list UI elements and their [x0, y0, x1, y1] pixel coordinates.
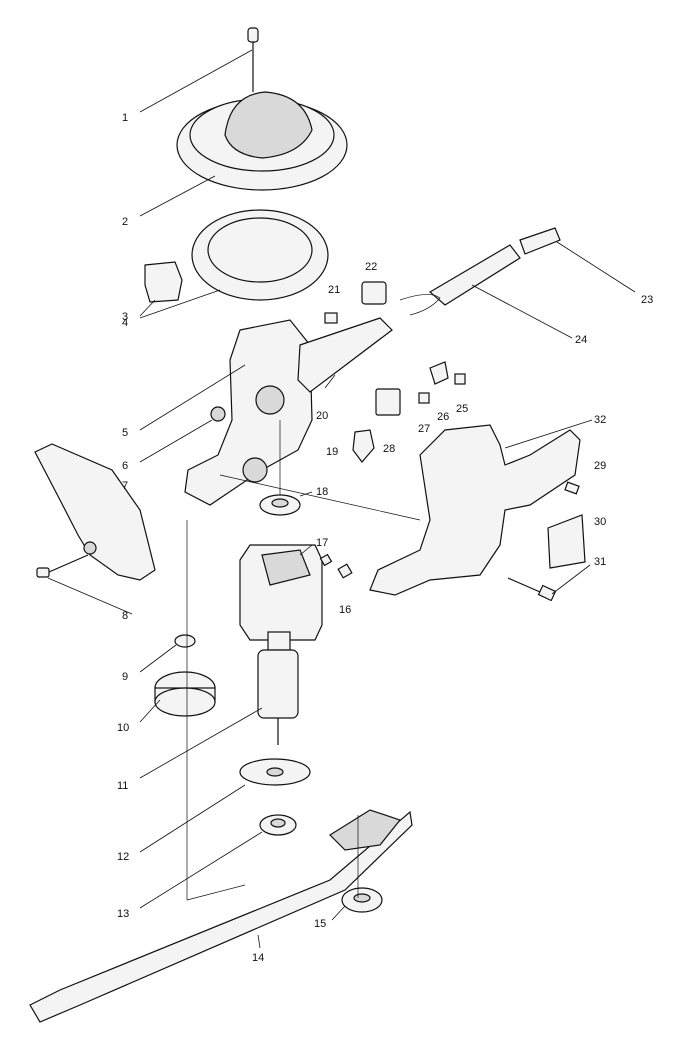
part-8-screw — [36, 554, 133, 615]
part-25-screw — [454, 373, 466, 385]
callout-11: 11 — [117, 780, 128, 792]
part-27-spacer — [418, 392, 430, 404]
callout-12: 12 — [117, 851, 129, 863]
callout-9: 9 — [122, 671, 128, 683]
part-31-long-screw — [507, 564, 591, 602]
callout-2: 2 — [122, 216, 128, 228]
part-18-bearing — [259, 491, 313, 516]
part-20-lever — [297, 317, 393, 393]
callout-14: 14 — [252, 952, 264, 964]
part-21-brush — [324, 312, 338, 324]
callout-19: 19 — [326, 446, 338, 458]
part-28-capacitor — [375, 388, 401, 416]
callout-labels: 1 2 3 4 5 6 7 8 9 10 11 12 13 14 15 16 1… — [117, 112, 653, 964]
part-29-screw — [564, 481, 580, 495]
part-26-clamp — [429, 361, 449, 385]
part-30-label — [547, 514, 586, 569]
callout-27: 27 — [418, 423, 430, 435]
part-22-connector — [361, 281, 387, 305]
callout-18: 18 — [316, 486, 328, 498]
callout-22: 22 — [365, 261, 377, 273]
callout-1: 1 — [122, 112, 128, 124]
part-7-guard-plate — [34, 443, 156, 581]
callout-24: 24 — [575, 334, 587, 346]
callout-26: 26 — [437, 411, 449, 423]
part-11-armature — [139, 631, 299, 779]
callout-16: 16 — [339, 604, 351, 616]
callout-30: 30 — [594, 516, 606, 528]
callout-5: 5 — [122, 427, 128, 439]
callout-4: 4 — [122, 317, 128, 329]
part-1-screw — [139, 27, 259, 113]
callout-3: 3 — [122, 311, 128, 323]
callout-31: 31 — [594, 556, 606, 568]
callout-10: 10 — [117, 722, 129, 734]
callout-7: 7 — [122, 480, 128, 492]
callout-21: 21 — [328, 284, 340, 296]
part-3-switch-block — [139, 261, 183, 317]
callout-29: 29 — [594, 460, 606, 472]
callout-6: 6 — [122, 460, 128, 472]
callout-8: 8 — [122, 610, 128, 622]
part-2-top-cap — [139, 91, 348, 217]
callout-23: 23 — [641, 294, 653, 306]
callout-20: 20 — [316, 410, 328, 422]
part-23-cord-sleeve — [519, 227, 636, 293]
part-16-small-block — [319, 553, 353, 579]
part-12-fan — [139, 758, 311, 853]
part-10-gear — [139, 671, 216, 723]
callout-17: 17 — [316, 537, 328, 549]
part-24-cord-guard — [399, 244, 573, 339]
callout-32: 32 — [594, 414, 606, 426]
part-13-bearing — [139, 814, 297, 909]
part-32-handle-housing — [369, 419, 593, 596]
callout-25: 25 — [456, 403, 468, 415]
callout-13: 13 — [117, 908, 129, 920]
callout-28: 28 — [383, 443, 395, 455]
part-9-bearing — [139, 634, 196, 673]
part-6-nut — [139, 406, 226, 463]
callout-15: 15 — [314, 918, 326, 930]
part-14-blade-assembly — [29, 809, 413, 1023]
part-19-switch — [352, 429, 375, 463]
part-17-stator — [239, 544, 323, 641]
assembly-guide-lines — [186, 420, 421, 901]
part-4-housing-ring — [139, 209, 329, 319]
part-5-motor-housing — [139, 319, 313, 506]
